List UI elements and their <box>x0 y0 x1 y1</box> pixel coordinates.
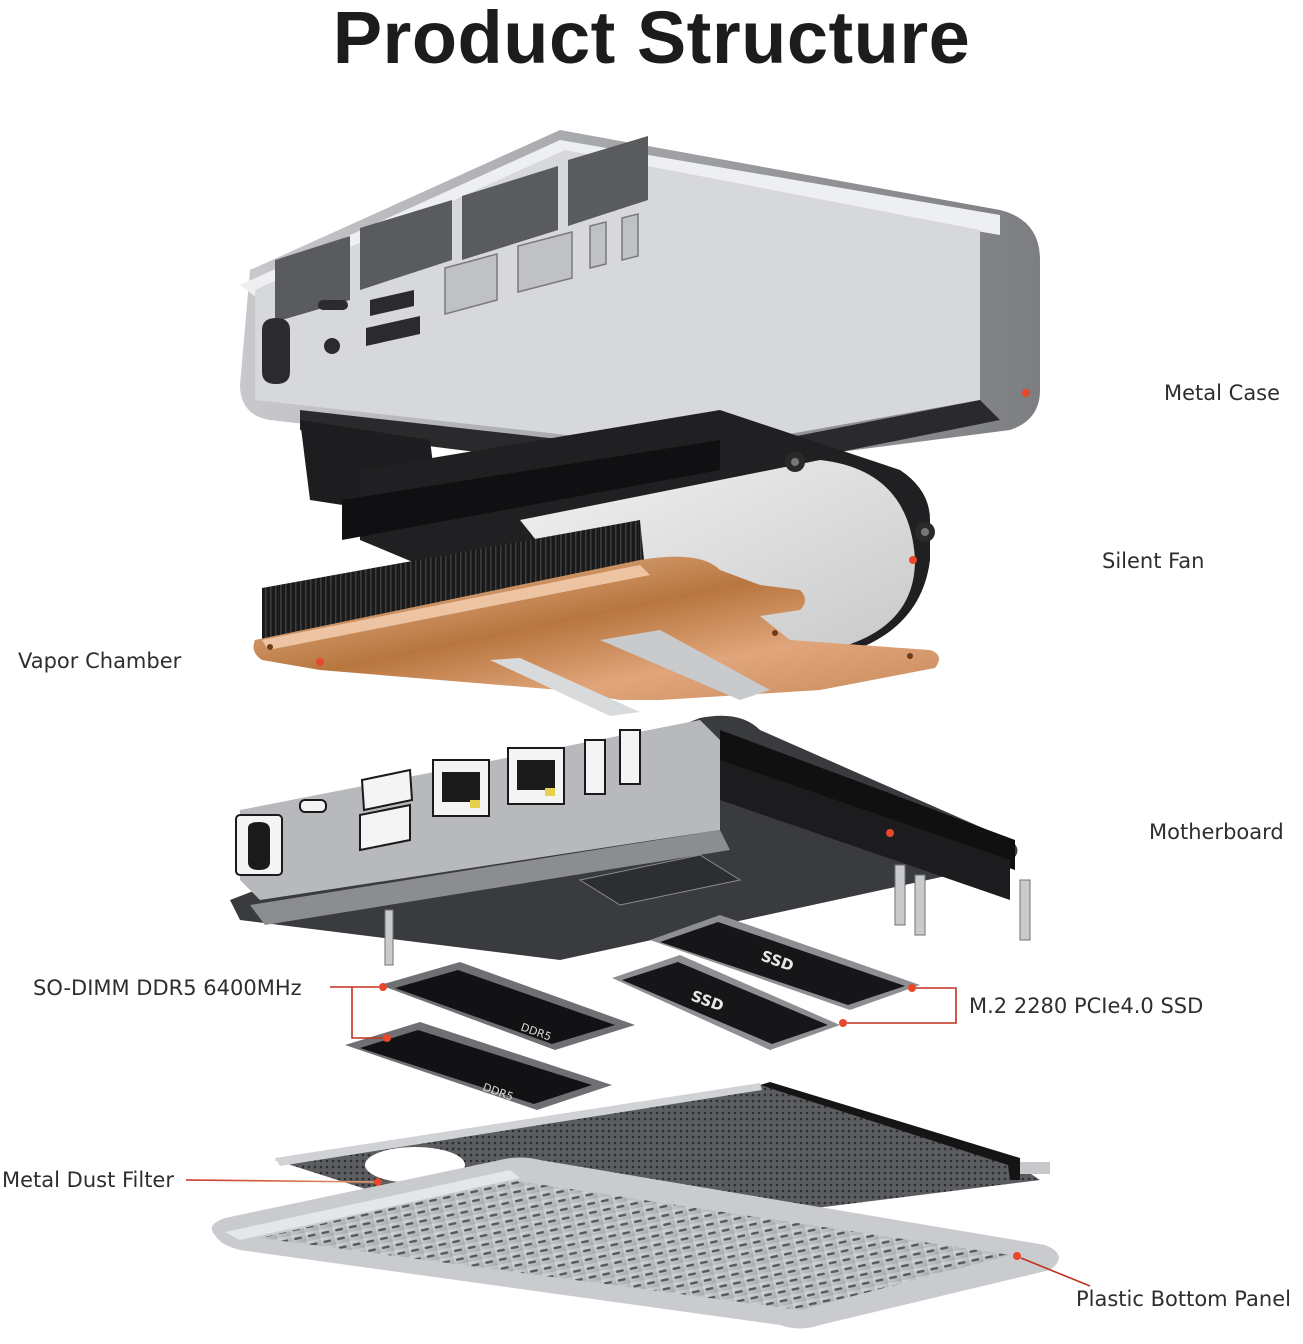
label-silent-fan: Silent Fan <box>1102 549 1205 573</box>
silent-fan-marker <box>909 556 917 564</box>
label-motherboard: Motherboard <box>1149 820 1284 844</box>
page-title: Product Structure <box>332 0 971 79</box>
dust-filter-marker <box>374 1178 382 1186</box>
label-m2-ssd: M.2 2280 PCIe4.0 SSD <box>969 994 1204 1018</box>
vapor-chamber-illustration <box>196 520 939 716</box>
metal-case-illustration <box>240 130 1152 520</box>
metal-case-marker <box>1022 389 1030 397</box>
bottom-panel-marker <box>1013 1252 1021 1260</box>
label-metal-case: Metal Case <box>1164 381 1281 405</box>
vapor-chamber-marker <box>316 658 324 666</box>
ssd-marker-1 <box>908 984 916 992</box>
label-so-dimm: SO-DIMM DDR5 6400MHz <box>33 976 302 1000</box>
label-vapor-chamber: Vapor Chamber <box>18 649 182 673</box>
ssd-marker-2 <box>839 1019 847 1027</box>
bottom-panel-illustration <box>211 1157 1091 1329</box>
label-bottom-panel: Plastic Bottom Panel <box>1076 1287 1291 1311</box>
ram-marker-1 <box>379 983 387 991</box>
motherboard-marker <box>886 829 894 837</box>
ram-modules-illustration: DDR5 DDR5 <box>330 962 635 1110</box>
motherboard-illustration <box>230 715 1140 966</box>
ram-marker-2 <box>383 1034 391 1042</box>
ssd-modules-illustration: SSD SSD <box>612 915 957 1050</box>
label-dust-filter: Metal Dust Filter <box>2 1168 174 1192</box>
